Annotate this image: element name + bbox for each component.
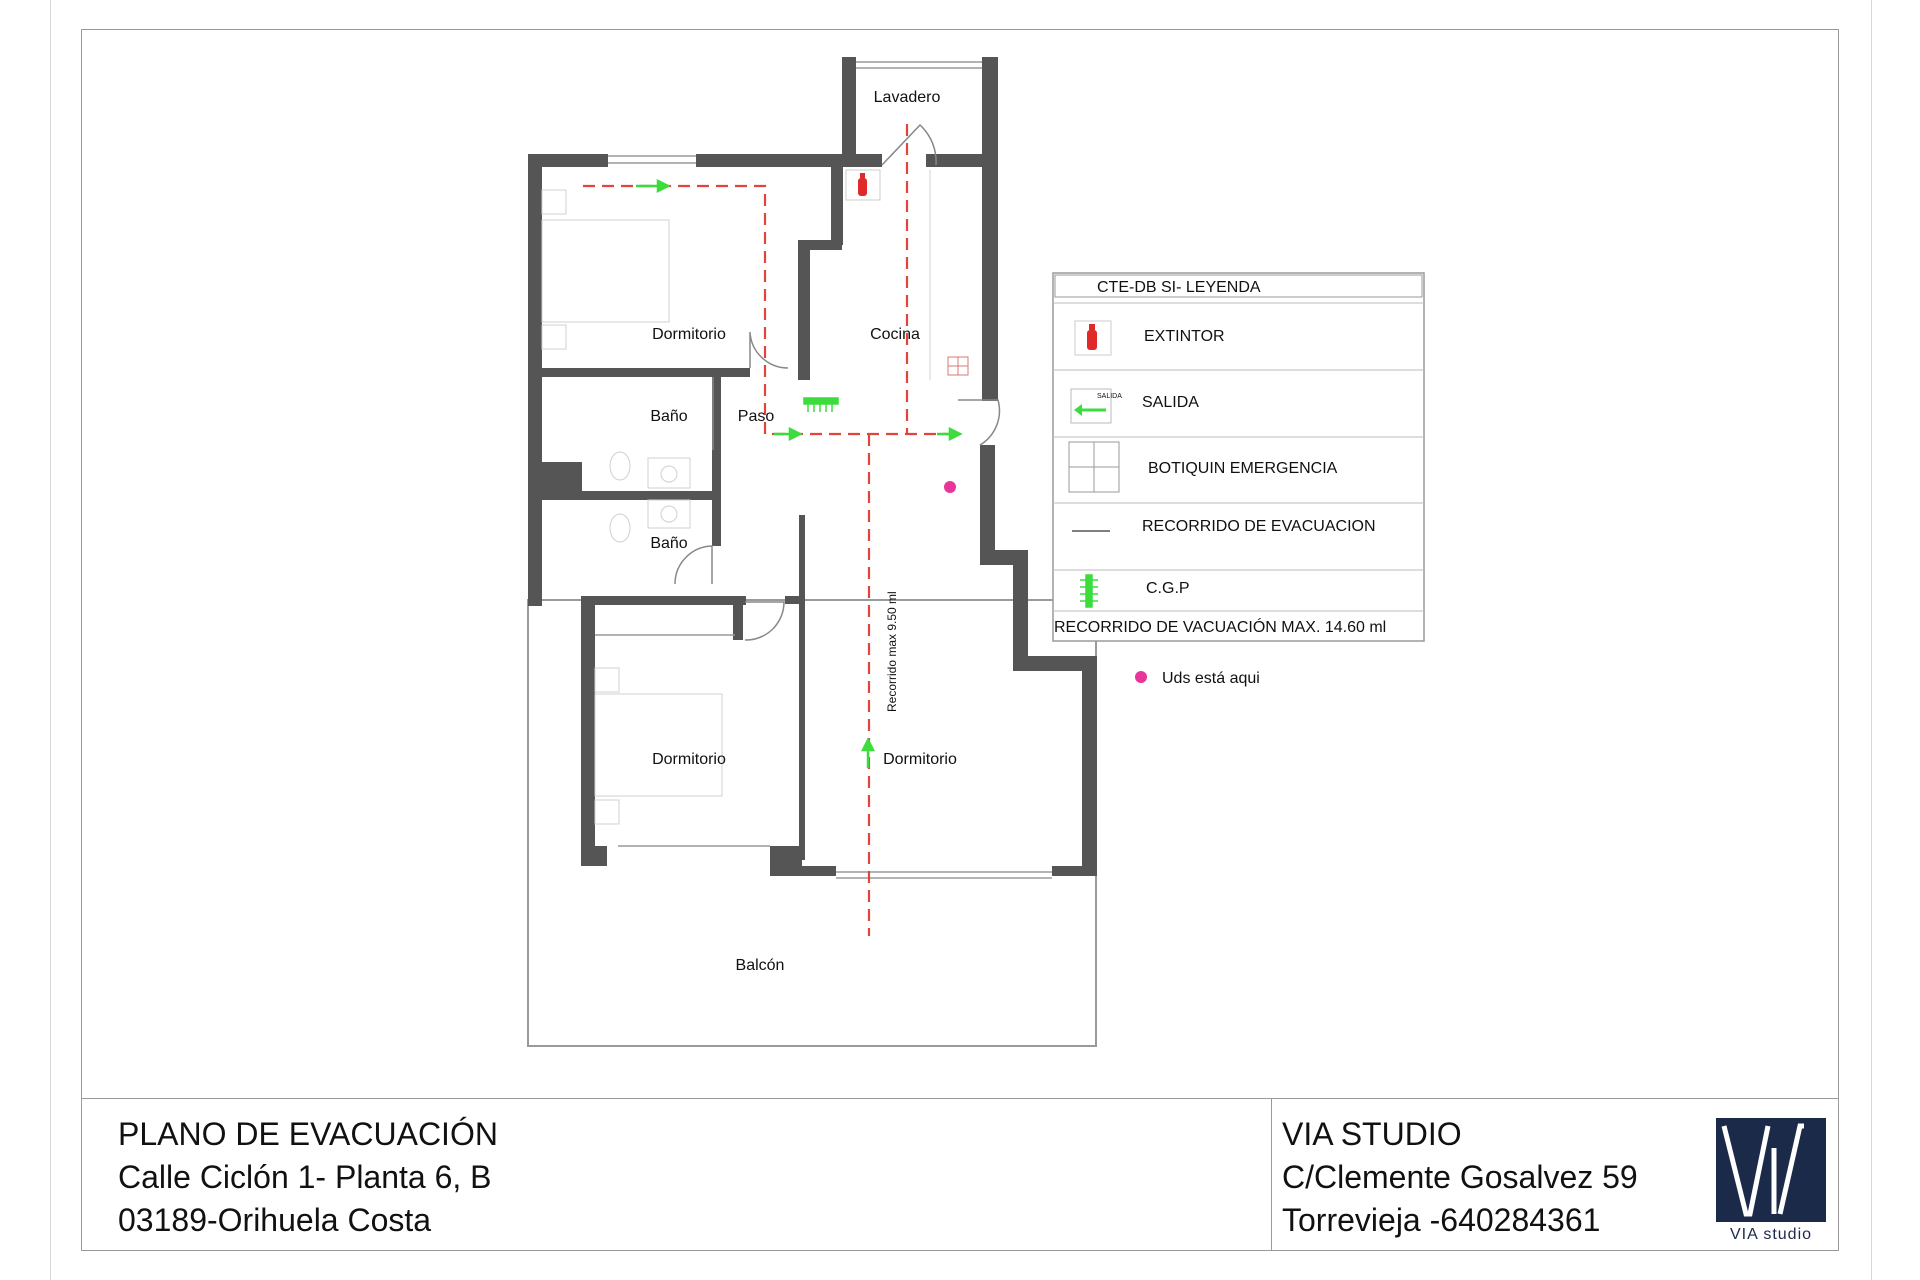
doors — [674, 123, 1001, 641]
evacuation-route — [583, 124, 960, 936]
walls — [528, 57, 1097, 876]
you-are-here-label: Uds está aqui — [1162, 670, 1260, 687]
studio-name: VIA STUDIO — [1282, 1116, 1462, 1152]
title-block-divider — [1271, 1098, 1272, 1251]
legend-label-recorrido: RECORRIDO DE EVACUACION — [1142, 518, 1376, 535]
room-label-bano-2: Baño — [650, 535, 687, 552]
fire-extinguisher-icon — [845, 169, 881, 201]
legend-exit-icon: SALIDA — [1070, 388, 1122, 424]
legend-first-aid-icon — [1068, 441, 1120, 493]
title-block-right: VIA STUDIO C/Clemente Gosalvez 59 Torrev… — [1282, 1113, 1638, 1242]
exit-arrows — [636, 178, 963, 768]
legend-label-extintor: EXTINTOR — [1144, 328, 1225, 345]
legend-label-salida: SALIDA — [1142, 394, 1199, 411]
windows — [595, 61, 1052, 879]
room-label-paso: Paso — [738, 408, 775, 425]
you-are-here-marker — [944, 481, 956, 493]
room-label-dormitorio-main: Dormitorio — [883, 751, 957, 768]
studio-phone: Torrevieja -640284361 — [1282, 1202, 1601, 1238]
legend-cgp-icon — [1080, 574, 1098, 608]
legend: CTE-DB SI- LEYENDA SALIDA — [1052, 272, 1425, 642]
room-label-dormitorio-bottom-left: Dormitorio — [652, 751, 726, 768]
address-line-1: Calle Ciclón 1- Planta 6, B — [118, 1159, 492, 1195]
legend-label-cgp: C.G.P — [1146, 580, 1190, 597]
you-are-here-legend-marker — [1135, 671, 1147, 683]
plan-title: PLANO DE EVACUACIÓN — [118, 1116, 498, 1152]
balcony-outline — [527, 599, 1097, 1047]
sheet — [50, 0, 1872, 1280]
studio-address: C/Clemente Gosalvez 59 — [1282, 1159, 1638, 1195]
room-label-balcon: Balcón — [736, 957, 785, 974]
legend-extinguisher-icon — [1074, 320, 1112, 356]
first-aid-kit-icon — [947, 356, 969, 376]
legend-title: CTE-DB SI- LEYENDA — [1097, 279, 1261, 296]
drawing-frame — [81, 29, 1839, 1251]
via-studio-logo: VIA studio — [1716, 1118, 1826, 1242]
room-label-cocina: Cocina — [870, 326, 920, 343]
legend-footer: RECORRIDO DE VACUACIÓN MAX. 14.60 ml — [1054, 617, 1386, 636]
room-label-dormitorio-top: Dormitorio — [652, 326, 726, 343]
legend-label-botiquin: BOTIQUIN EMERGENCIA — [1148, 460, 1338, 477]
furniture — [541, 170, 931, 825]
cgp-panel-icon — [803, 397, 839, 412]
route-distance-label: Recorrido max 9.50 ml — [885, 591, 899, 712]
room-label-bano-1: Baño — [650, 408, 687, 425]
title-block — [81, 1098, 1839, 1251]
title-block-left: PLANO DE EVACUACIÓN Calle Ciclón 1- Plan… — [118, 1113, 498, 1242]
logo-wordmark: VIA studio — [1730, 1226, 1812, 1242]
address-line-2: 03189-Orihuela Costa — [118, 1202, 432, 1238]
legend-exit-icon-text: SALIDA — [1097, 393, 1122, 400]
room-label-lavadero: Lavadero — [874, 89, 941, 106]
floor-plan: Lavadero Dormitorio Cocina Baño Paso Bañ… — [527, 57, 1425, 1047]
